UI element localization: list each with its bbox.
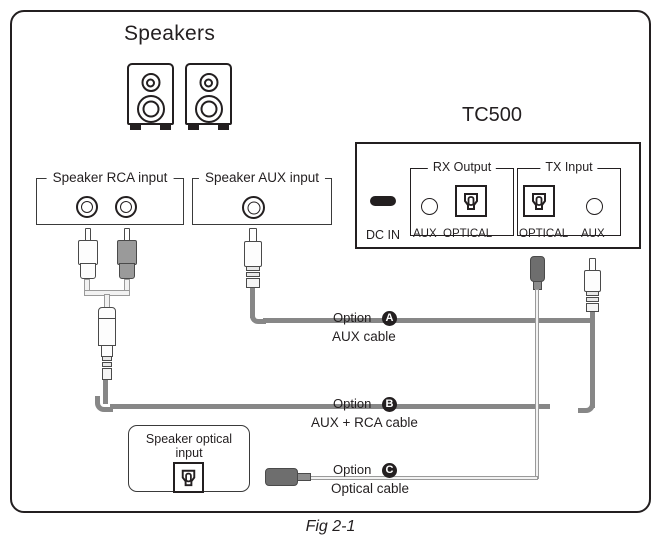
aux-plug-tail-a bbox=[246, 278, 260, 288]
tx-input-label: TX Input bbox=[540, 160, 598, 174]
option-a-prefix: Option bbox=[333, 310, 372, 325]
aux-plug-body-a bbox=[244, 241, 262, 267]
speaker-rca-input-label: Speaker RCA input bbox=[46, 170, 174, 185]
optical-plug-speaker bbox=[265, 468, 298, 486]
rx-aux-label: AUX bbox=[413, 228, 437, 240]
speakers-section-title: Speakers bbox=[124, 22, 216, 45]
tx-aux-port[interactable] bbox=[586, 198, 603, 215]
option-b-cable-corner bbox=[95, 396, 113, 412]
figure-caption: Fig 2-1 bbox=[305, 518, 356, 535]
woofer-icon bbox=[136, 95, 165, 123]
aux-plug-ring-r1 bbox=[586, 291, 599, 296]
optical-plug-device bbox=[530, 256, 545, 282]
rca-y-stem bbox=[104, 294, 110, 308]
rx-aux-port[interactable] bbox=[421, 198, 438, 215]
aux-plug-tail-b bbox=[102, 368, 112, 380]
right-aux-cable-vertical bbox=[590, 312, 595, 408]
rx-output-label: RX Output bbox=[427, 160, 497, 174]
option-b-cable-vertical bbox=[103, 380, 108, 404]
optical-plug-strain-relief-left bbox=[297, 473, 311, 481]
rca-plug-white-barrel bbox=[80, 263, 96, 279]
speaker-aux-input-panel: Speaker AUX input bbox=[192, 170, 332, 225]
speaker-foot bbox=[160, 125, 171, 130]
speaker-left bbox=[127, 63, 174, 125]
speaker-foot bbox=[188, 125, 199, 130]
option-c-cable-name: Optical cable bbox=[331, 481, 410, 496]
right-aux-cable-corner bbox=[578, 396, 595, 413]
speaker-optical-label-line2: input bbox=[175, 446, 203, 460]
speaker-rca-input-panel: Speaker RCA input bbox=[36, 170, 184, 225]
aux-plug-tail-right bbox=[586, 303, 599, 312]
rca-plug-white bbox=[78, 240, 98, 265]
aux-plug-tip-a bbox=[249, 228, 257, 242]
option-b-prefix: Option bbox=[333, 396, 372, 411]
speaker-optical-label-line1: Speaker optical bbox=[145, 432, 233, 446]
aux-plug-ring-b1 bbox=[102, 356, 112, 361]
rx-optical-label: OPTICAL bbox=[443, 228, 493, 240]
aux-plug-ring-r2 bbox=[586, 297, 599, 302]
speaker-optical-port[interactable] bbox=[173, 462, 204, 493]
option-a-cable-horizontal bbox=[263, 318, 590, 323]
option-a-badge: A bbox=[382, 311, 397, 326]
option-b-cable-name: AUX + RCA cable bbox=[311, 415, 418, 430]
option-c-badge: C bbox=[382, 463, 397, 478]
option-a-cable-corner bbox=[250, 310, 266, 324]
tx-optical-port[interactable] bbox=[523, 185, 555, 217]
micro-usb-icon[interactable] bbox=[370, 196, 396, 206]
aux-plug-ring-b2 bbox=[102, 362, 112, 367]
aux-plug-ring-a2 bbox=[246, 272, 260, 277]
aux-plug-body-b bbox=[98, 318, 116, 346]
tx-aux-label: AUX bbox=[581, 228, 605, 240]
tx-optical-label: OPTICAL bbox=[519, 228, 569, 240]
tweeter-icon bbox=[199, 73, 218, 92]
option-b-badge: B bbox=[382, 397, 397, 412]
aux-plug-body-right bbox=[584, 270, 601, 292]
option-a-cable-name: AUX cable bbox=[332, 329, 396, 344]
rx-output-group: RX Output bbox=[410, 160, 514, 236]
rca-jack-right[interactable] bbox=[115, 196, 137, 218]
option-a-cable-vertical bbox=[250, 288, 255, 318]
tx-input-group: TX Input bbox=[517, 160, 621, 236]
aux-plug-ring-a1 bbox=[246, 266, 260, 271]
dc-in-label: DC IN bbox=[366, 228, 401, 242]
aux-jack[interactable] bbox=[242, 196, 265, 219]
option-c-prefix: Option bbox=[333, 462, 372, 477]
speaker-right bbox=[185, 63, 232, 125]
rca-plug-gray bbox=[117, 240, 137, 265]
speaker-aux-input-label: Speaker AUX input bbox=[198, 170, 326, 185]
tweeter-icon bbox=[141, 73, 160, 92]
rca-plug-gray-barrel bbox=[119, 263, 135, 279]
speaker-foot bbox=[218, 125, 229, 130]
option-c-cable-vertical bbox=[535, 289, 539, 479]
rx-optical-port[interactable] bbox=[455, 185, 487, 217]
device-title: TC500 bbox=[462, 104, 523, 126]
woofer-icon bbox=[194, 95, 223, 123]
diagram-border bbox=[10, 10, 651, 513]
option-b-cable-horizontal bbox=[110, 404, 550, 409]
rca-jack-left[interactable] bbox=[76, 196, 98, 218]
speaker-foot bbox=[130, 125, 141, 130]
tc500-device bbox=[355, 142, 641, 249]
